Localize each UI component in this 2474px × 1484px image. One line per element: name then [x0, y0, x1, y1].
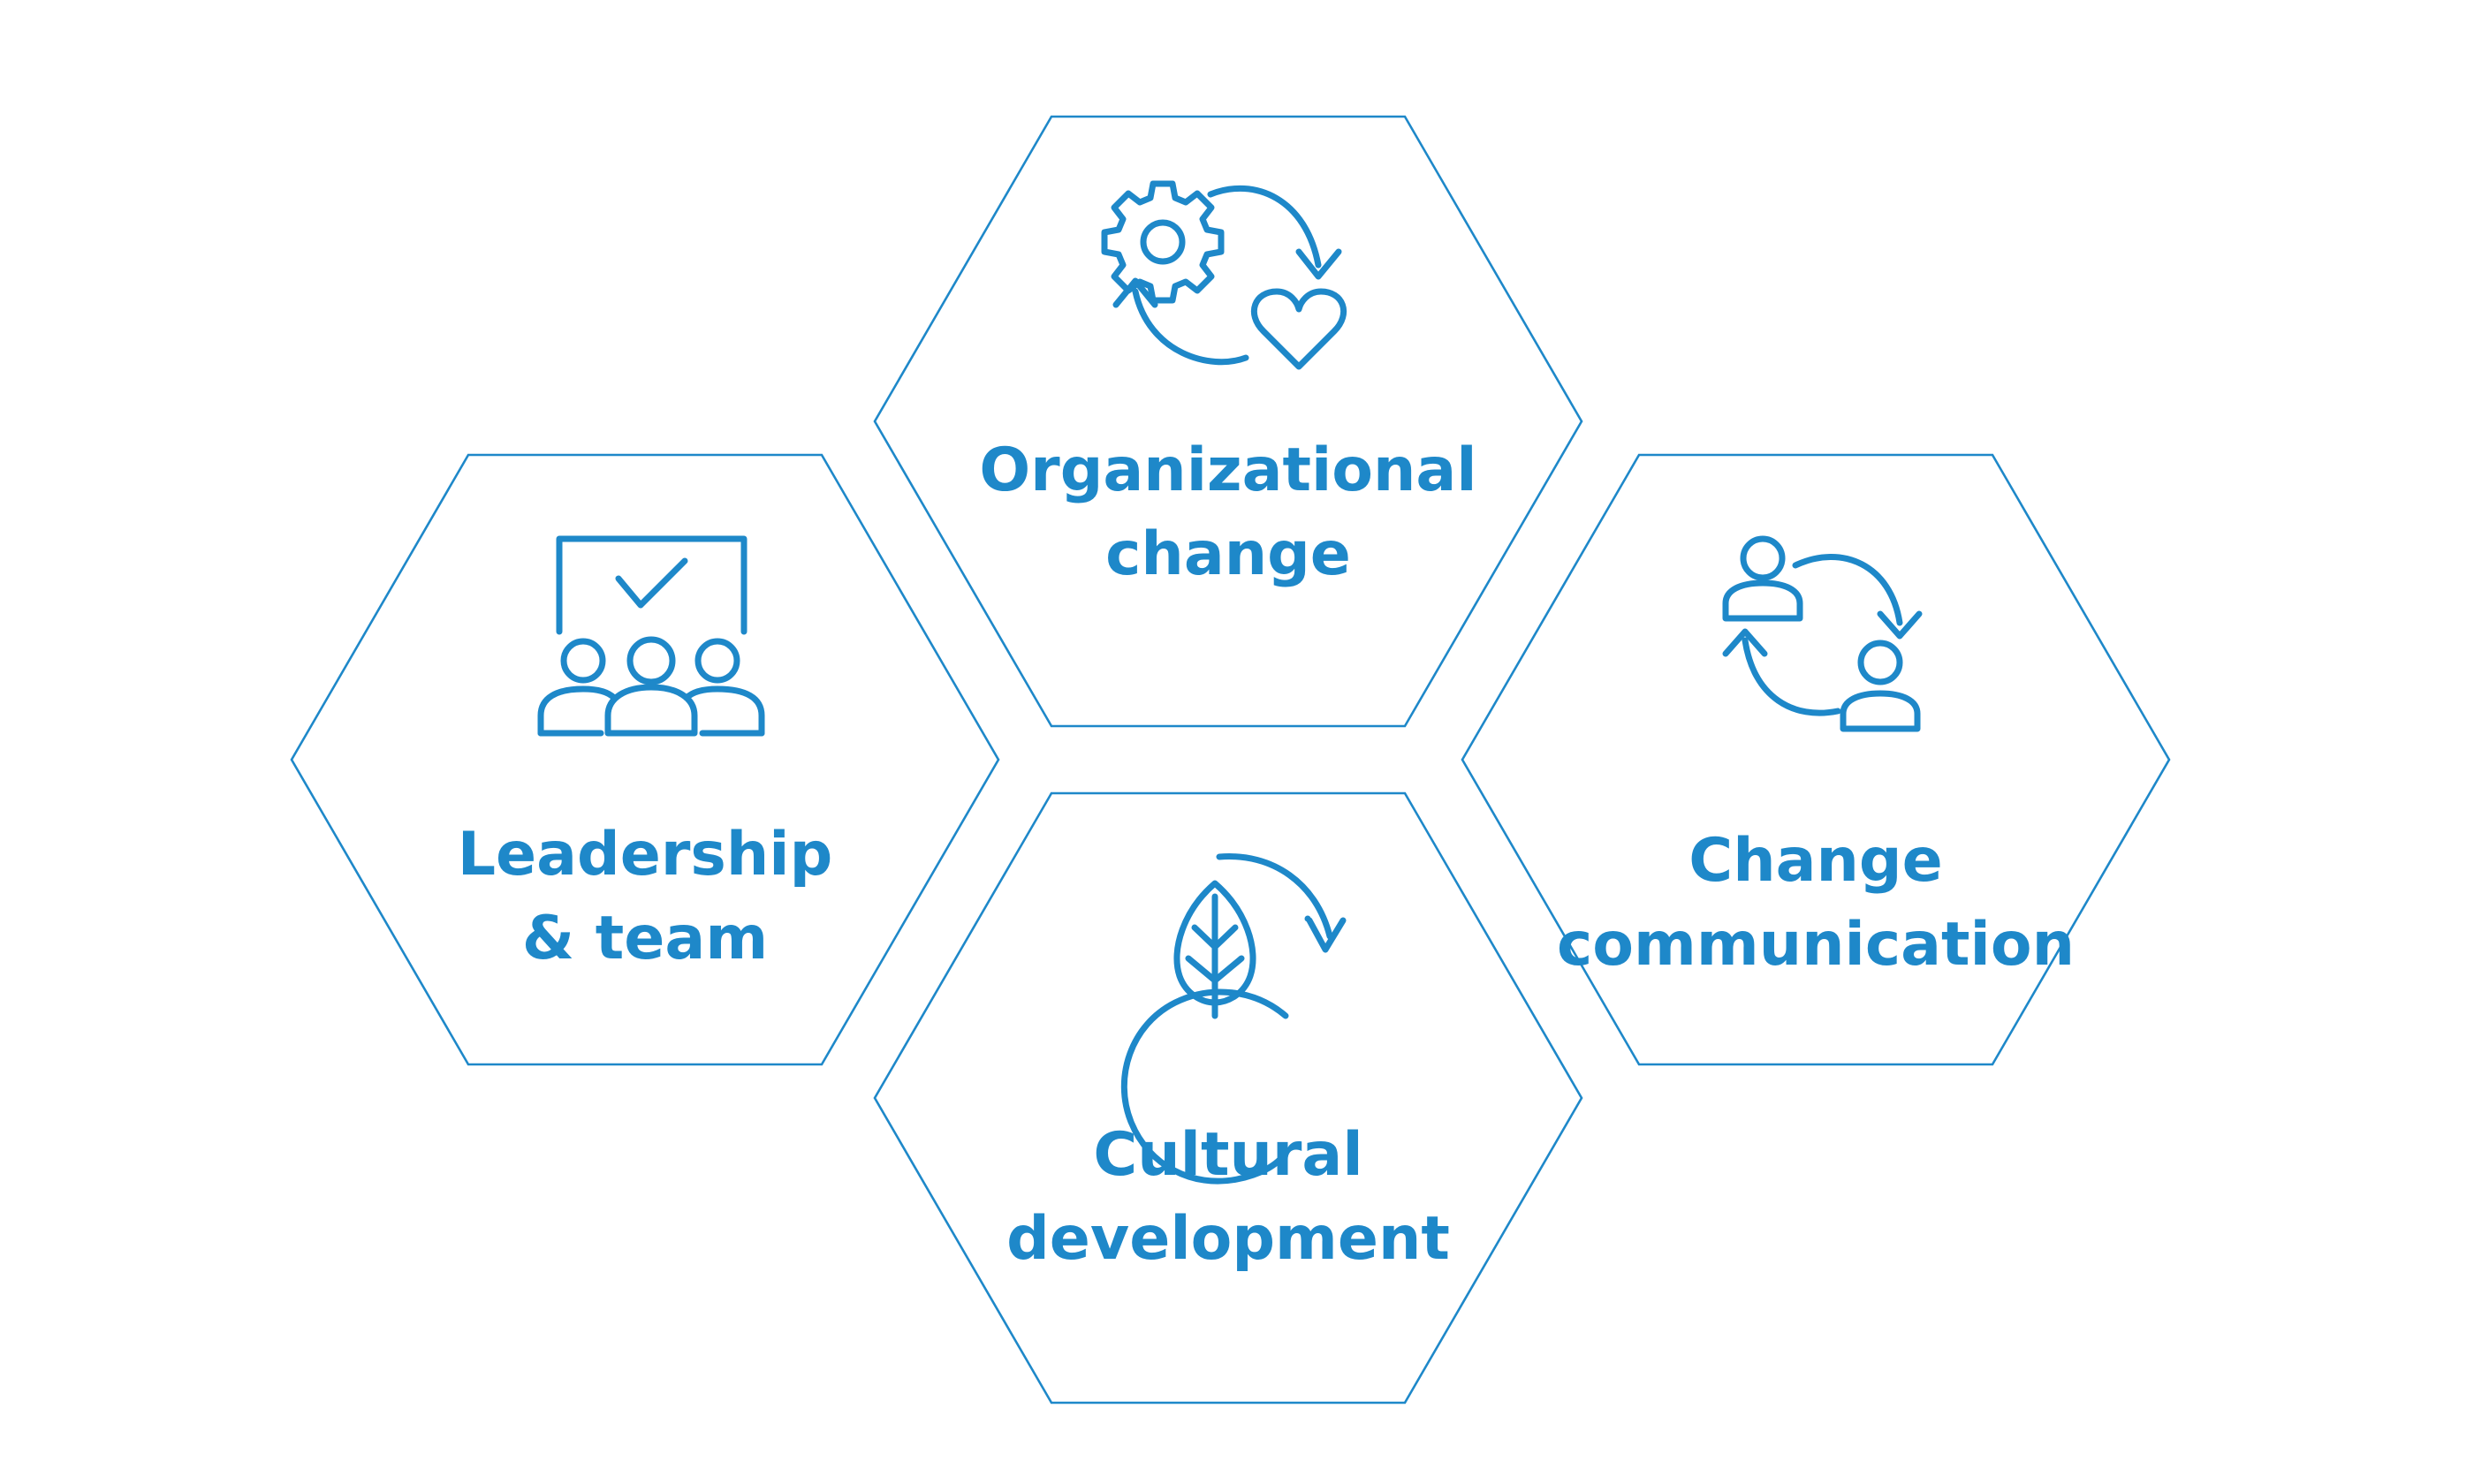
hex-label-line: Change [1689, 826, 1942, 896]
hex-label-line: Organizational [979, 435, 1476, 505]
people-exchange-icon [1722, 535, 1923, 732]
hex-label-line: Leadership [458, 820, 833, 890]
hexagon-outline [290, 453, 1000, 1066]
leaf-refresh-icon [1120, 853, 1347, 1185]
hex-label-line: & team [522, 904, 768, 973]
hexagon-outline [873, 115, 1583, 728]
hex-leadership-team: Leadership & team [290, 453, 1000, 1066]
hex-label-line: change [1105, 519, 1351, 589]
hex-label-line: development [1006, 1204, 1450, 1274]
team-presentation-check-icon [537, 535, 765, 737]
hex-cultural-development: Cultural development [873, 791, 1583, 1404]
hex-change-communication: Change communication [1461, 453, 2171, 1066]
hexagon-outline [1461, 453, 2171, 1066]
hex-label-line: communication [1557, 910, 2075, 980]
hex-label-line: Cultural [1093, 1120, 1362, 1190]
hexagon-outline [873, 791, 1583, 1404]
hex-organizational-change: Organizational change [873, 115, 1583, 728]
gear-heart-cycle-icon [1101, 180, 1347, 370]
